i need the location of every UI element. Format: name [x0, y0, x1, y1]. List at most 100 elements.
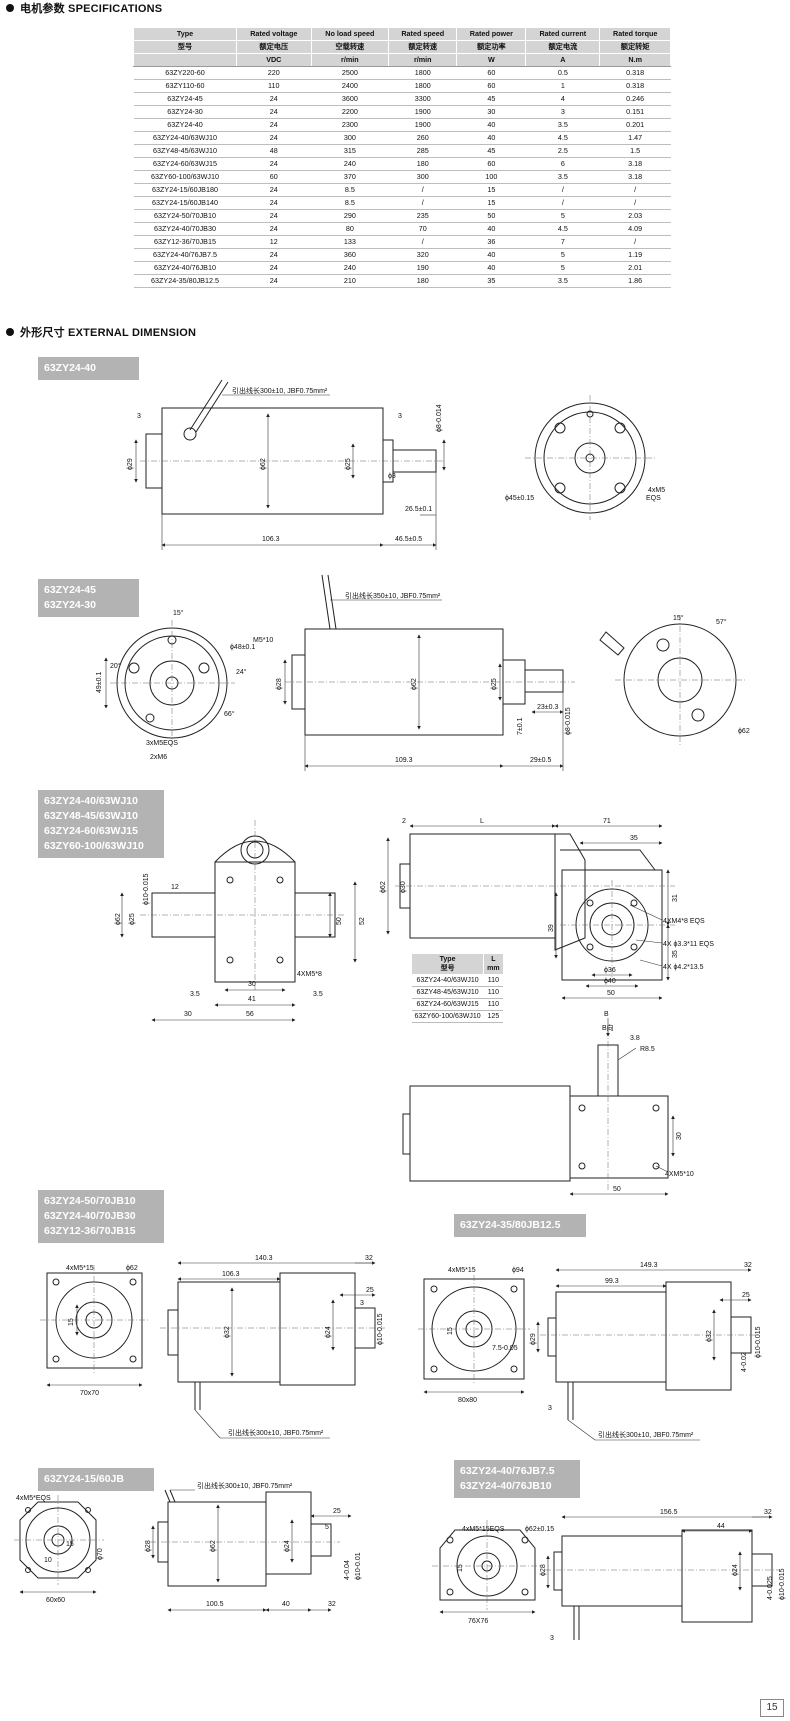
table-cell: 80: [311, 222, 389, 236]
table-cell: 15: [456, 183, 526, 197]
spec-header-unit-cell: W: [456, 53, 527, 67]
spec-header-unit-cell: VDC: [235, 53, 312, 67]
dim-key-7: 7±0.1: [517, 717, 524, 735]
table-cell: 70: [388, 222, 457, 236]
table-cell: 0.151: [599, 105, 671, 119]
table-cell: 3: [525, 105, 600, 119]
table-cell: 24: [236, 92, 312, 106]
dim-52: 52: [359, 917, 366, 925]
drawing-70jb-front: 4xM5*15 ϕ62 15 70x70: [40, 1265, 150, 1397]
spec-section-title: 电机参数 SPECIFICATIONS: [6, 0, 162, 16]
table-cell: /: [525, 196, 600, 210]
table-cell: 1.86: [599, 274, 671, 288]
dim-phi10: ϕ10-0.015: [377, 1313, 384, 1345]
dim-phi48: ϕ48±0.1: [230, 644, 255, 651]
dim-angle-66: 66°: [224, 710, 235, 718]
model-tag-63zy24-45-30: 63ZY24-45 63ZY24-30: [38, 579, 139, 617]
dim-44: 44: [717, 1523, 725, 1530]
table-cell: 370: [311, 170, 389, 184]
dim-length: 109.3: [395, 757, 413, 764]
table-cell: 63ZY24-15/60JB180: [133, 183, 237, 197]
dim-holes: 4xM5: [648, 487, 665, 494]
dim-15: 15: [457, 1564, 464, 1572]
table-cell: 5: [525, 209, 600, 223]
drawing-80jb-front: 4xM5*15 ϕ94 15 80x80 7.5-0.05: [418, 1267, 530, 1404]
table-cell: 40: [456, 131, 526, 145]
dim-4: 4-0.04: [344, 1560, 351, 1580]
table-cell: 110: [483, 974, 504, 987]
table-cell: 1900: [388, 105, 457, 119]
table-cell: 45: [456, 92, 526, 106]
table-cell: 190: [388, 261, 457, 275]
spec-header-unit-cell: N.m: [599, 53, 671, 67]
table-cell: /: [388, 235, 457, 249]
dim-50: 50: [613, 1186, 621, 1193]
drawing-63zy24-45-side: 引出线长350±10, JBF0.75mm² M5*10 ϕ28 ϕ62 ϕ25…: [253, 574, 575, 771]
dim-30b: 30: [184, 1011, 192, 1018]
table-cell: 2400: [311, 79, 389, 93]
dim-eqs1: 4XM4*8 EQS: [663, 918, 705, 925]
table-cell: 24: [236, 261, 312, 275]
dim-m5-eqs: 3xM5EQS: [146, 740, 178, 747]
dim-b2: 3: [398, 413, 402, 420]
dim-m5x8: 4XM5*8: [297, 971, 322, 978]
dim-106-3: 106.3: [222, 1271, 240, 1278]
dim-phi24: ϕ24: [732, 1564, 739, 1576]
dim-80x80: 80x80: [458, 1397, 477, 1404]
dim-10: 10: [44, 1557, 52, 1564]
table-cell: 315: [311, 144, 389, 158]
dim-32: 32: [328, 1601, 336, 1608]
table-cell: 3.18: [599, 157, 671, 171]
table-cell: 1.19: [599, 248, 671, 262]
dim-35v: 35: [672, 950, 679, 958]
dim-40: 40: [282, 1601, 290, 1608]
drawing-76jb-front: 4xM5*15EQS ϕ62±0.15 15 76X76: [432, 1520, 554, 1625]
table-cell: 110: [236, 79, 312, 93]
spec-header-cell: Rated speed: [388, 27, 458, 41]
table-cell: 8.5: [311, 183, 389, 197]
dim-25: 25: [742, 1292, 750, 1299]
table-cell: 1800: [388, 66, 457, 80]
dim-156-5: 156.5: [660, 1509, 678, 1516]
table-cell: 5: [525, 248, 600, 262]
dim-b: 3: [137, 413, 141, 420]
dim-phi62: ϕ62: [210, 1540, 217, 1552]
dim-angle-15b: 15°: [673, 614, 684, 622]
lead-wire-note: 引出线长300±10, JBF0.75mm²: [598, 1430, 694, 1439]
table-cell: 240: [311, 157, 389, 171]
dim-2: 2: [402, 818, 406, 825]
dim-L: L: [480, 818, 484, 825]
dim-phi62: ϕ62: [411, 678, 418, 690]
table-cell: /: [599, 235, 671, 249]
dim-angle-57: 57°: [716, 618, 727, 626]
table-cell: 110: [483, 998, 504, 1011]
drawing-60jb-front: 4xM5*EQS ϕ70 15 10 60x60: [14, 1495, 104, 1604]
dim-phi25: ϕ25: [491, 678, 498, 690]
dim-m5: 4xM5*15: [448, 1267, 476, 1274]
table-cell: 3300: [388, 92, 457, 106]
dim-section-title: 外形尺寸 EXTERNAL DIMENSION: [6, 324, 196, 340]
table-cell: 63ZY24-40/70JB30: [133, 222, 237, 236]
spec-header-unit-cell: r/min: [388, 53, 458, 67]
dim-25: 25: [366, 1287, 374, 1294]
dim-length: 106.3: [262, 536, 280, 543]
table-cell: 0.201: [599, 118, 671, 132]
table-cell: 260: [388, 131, 457, 145]
table-cell: 300: [311, 131, 389, 145]
dim-phi40: ϕ40: [604, 978, 616, 985]
table-cell: 2.01: [599, 261, 671, 275]
table-cell: 3600: [311, 92, 389, 106]
table-cell: 63ZY12-36/70JB15: [133, 235, 237, 249]
spec-header-unit-cell: [133, 53, 237, 67]
dim-phi24: ϕ24: [325, 1326, 332, 1338]
